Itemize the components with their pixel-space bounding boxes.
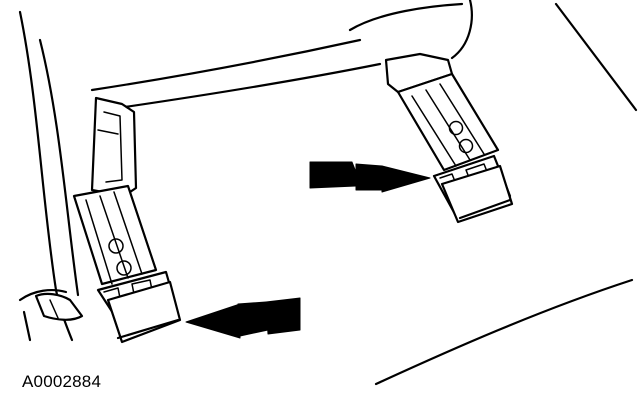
left-seat-track-bracket [96, 270, 182, 344]
right-seat-track [384, 52, 500, 172]
arrow-to-right-seat-track-bracket [309, 161, 431, 193]
arrow-to-left-seat-track-bracket [185, 297, 301, 339]
figure-id-label: A0002884 [22, 372, 102, 391]
right-seat-track-bracket [432, 154, 514, 224]
left-seat-track [34, 96, 158, 321]
